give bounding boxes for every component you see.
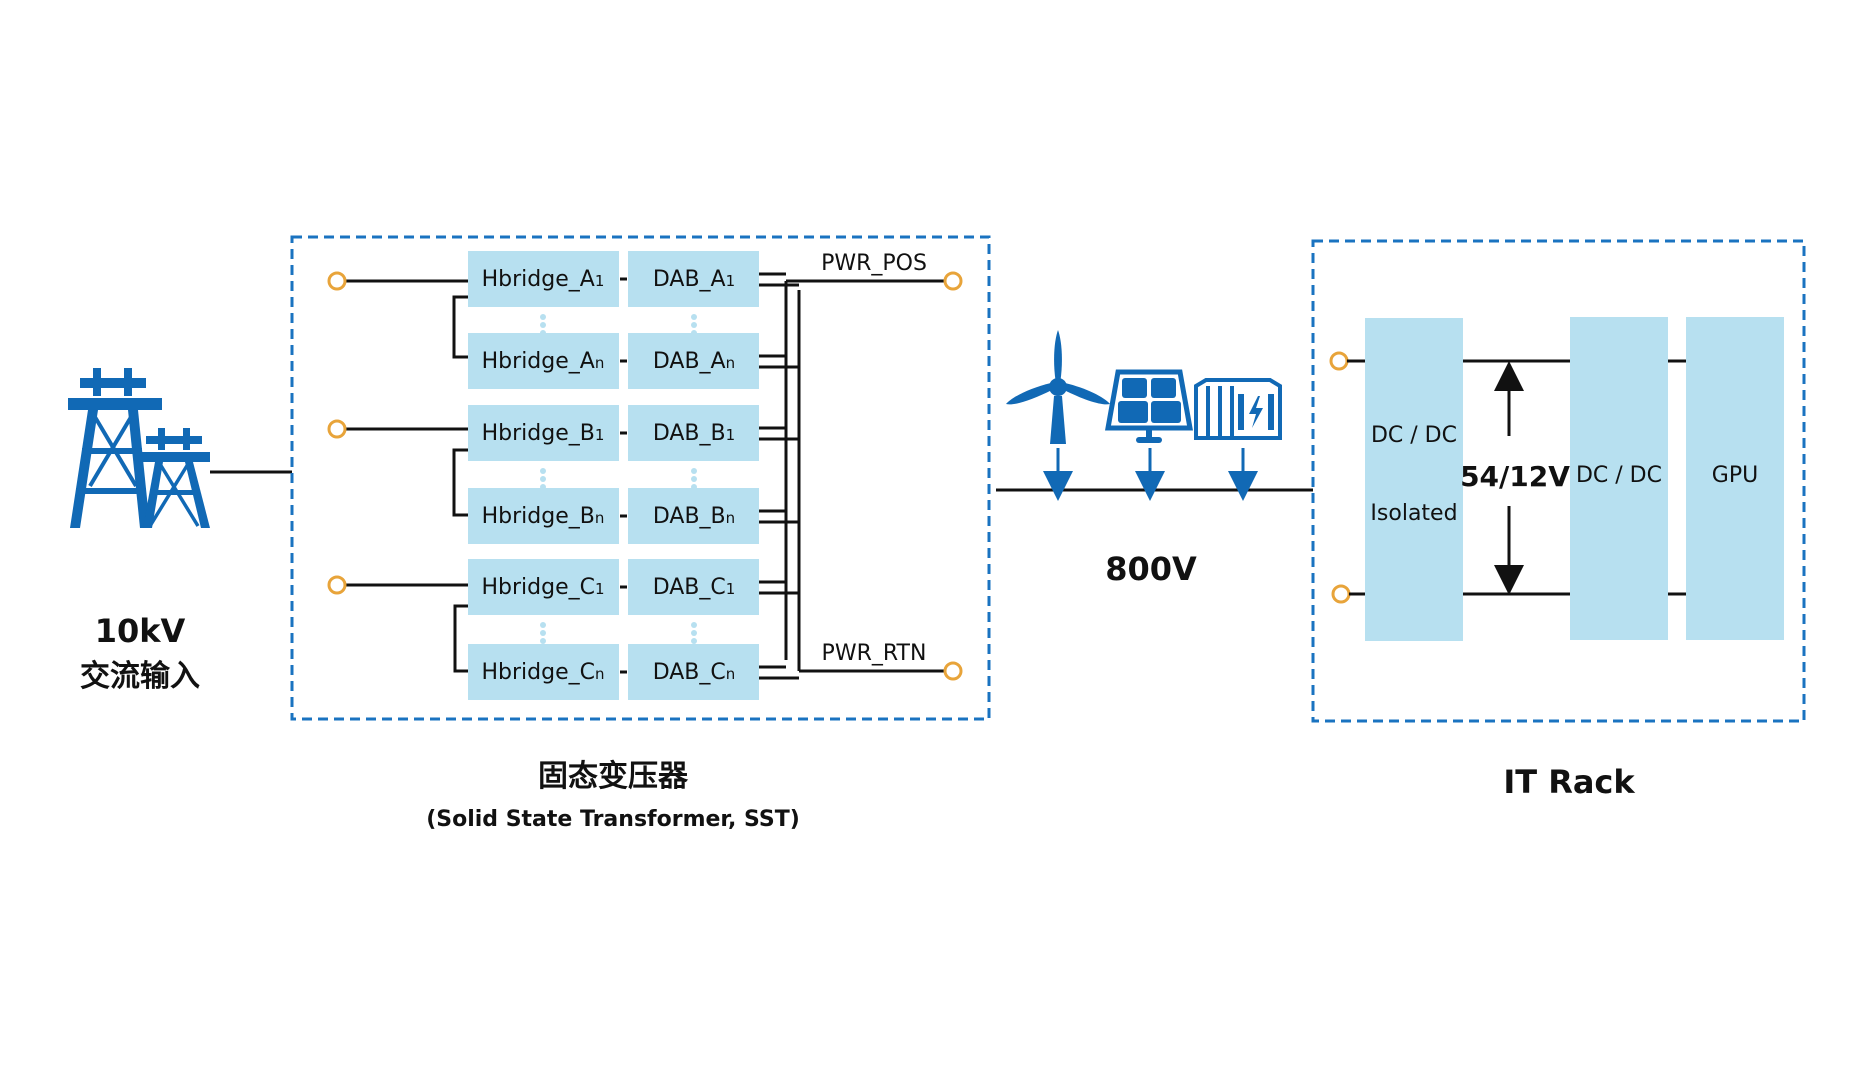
hbridge-block	[468, 488, 619, 544]
gpu-label: GPU	[1712, 463, 1758, 488]
solar-panel-icon	[1105, 369, 1193, 501]
bus-voltage: 800V	[1105, 550, 1197, 588]
sst-module-row: Hbridge_C1 DAB_C1	[468, 559, 759, 615]
sst-container	[290, 235, 991, 721]
dab-block	[628, 251, 759, 307]
pwr-pos-terminal[interactable]	[943, 271, 963, 291]
sst-title-en: (Solid State Transformer, SST)	[426, 807, 800, 832]
intermediate-voltage: 54/12V	[1460, 460, 1570, 493]
dcdc-block	[1570, 317, 1668, 640]
ellipsis-dot	[540, 476, 546, 482]
hbridge-subscript: n	[595, 354, 605, 372]
ellipsis-dot	[691, 314, 697, 320]
sst-module-row: Hbridge_Bn DAB_Bn	[468, 488, 759, 544]
pwr-rtn-label: PWR_RTN	[822, 641, 927, 666]
rack-input-pos-terminal[interactable]	[1329, 351, 1349, 371]
dab-label: DAB_Cn	[653, 660, 736, 685]
bus-stubs	[759, 272, 799, 680]
ellipsis-dot	[691, 622, 697, 628]
dab-label: DAB_A1	[653, 267, 735, 292]
ellipsis-dot	[691, 322, 697, 328]
ellipsis-dot	[691, 468, 697, 474]
hbridge-block	[468, 559, 619, 615]
dab-label: DAB_An	[653, 349, 735, 374]
ellipsis-dot	[691, 476, 697, 482]
ellipsis-dot	[540, 630, 546, 636]
dab-block	[628, 488, 759, 544]
sst-module-row: Hbridge_Cn DAB_Cn	[468, 644, 759, 700]
sst-output-bus	[784, 279, 946, 673]
hbridge-subscript: n	[595, 509, 605, 527]
it-rack-container	[1311, 239, 1806, 723]
hbridge-label: Hbridge_A1	[482, 267, 605, 292]
dab-block	[628, 644, 759, 700]
dab-block	[628, 333, 759, 389]
hbridge-block	[468, 251, 619, 307]
hbridge-subscript: 1	[595, 580, 605, 598]
pwr-rtn-terminal[interactable]	[943, 661, 963, 681]
series-links	[452, 295, 468, 673]
sst-module-row: Hbridge_B1 DAB_B1	[468, 405, 759, 461]
ellipsis-dot	[540, 622, 546, 628]
gpu-block	[1686, 317, 1784, 640]
source-description: 交流输入	[80, 659, 200, 694]
sst-module-row: Hbridge_A1 DAB_A1	[468, 251, 759, 307]
isolated-dcdc-line2: Isolated	[1370, 501, 1457, 526]
it-rack-title: IT Rack	[1503, 763, 1635, 801]
hbridge-subscript: n	[595, 665, 605, 683]
dab-block	[628, 559, 759, 615]
hbridge-label: Hbridge_Bn	[482, 504, 605, 529]
sst-input-terminals	[327, 271, 468, 595]
sst-module-row: Hbridge_An DAB_An	[468, 333, 759, 389]
pwr-pos-label: PWR_POS	[821, 251, 927, 276]
hbridge-block	[468, 333, 619, 389]
battery-storage-icon	[1194, 378, 1282, 501]
ellipsis-dot	[540, 322, 546, 328]
sst-title-cn: 固态变压器	[538, 759, 689, 794]
hbridge-label: Hbridge_Cn	[481, 660, 604, 685]
dab-label: DAB_C1	[653, 575, 736, 600]
dab-label: DAB_B1	[653, 421, 735, 446]
dab-label: DAB_Bn	[653, 504, 735, 529]
ellipsis-dot	[540, 314, 546, 320]
dab-subscript: n	[726, 509, 736, 527]
hbridge-label: Hbridge_B1	[482, 421, 605, 446]
hbridge-label: Hbridge_An	[482, 349, 605, 374]
hbridge-subscript: 1	[595, 272, 605, 290]
isolated-dcdc-block	[1365, 318, 1463, 641]
ellipsis-dot	[691, 638, 697, 644]
ellipsis-dot	[540, 638, 546, 644]
dab-subscript: n	[726, 665, 736, 683]
dab-subscript: 1	[726, 426, 736, 444]
dab-subscript: n	[726, 354, 736, 372]
hbridge-label: Hbridge_C1	[481, 575, 604, 600]
isolated-dcdc-line1: DC / DC	[1371, 423, 1457, 448]
hbridge-block	[468, 405, 619, 461]
dcdc-label: DC / DC	[1576, 463, 1662, 488]
power-tower-icon	[68, 368, 210, 528]
dab-block	[628, 405, 759, 461]
hbridge-subscript: 1	[595, 426, 605, 444]
ellipsis-dot	[691, 630, 697, 636]
rack-input-rtn-terminal[interactable]	[1331, 584, 1351, 604]
source-voltage: 10kV	[95, 612, 186, 650]
wind-turbine-icon	[1006, 330, 1110, 501]
hbridge-block	[468, 644, 619, 700]
ellipsis-dot	[540, 468, 546, 474]
dab-subscript: 1	[726, 580, 736, 598]
dab-subscript: 1	[726, 272, 736, 290]
